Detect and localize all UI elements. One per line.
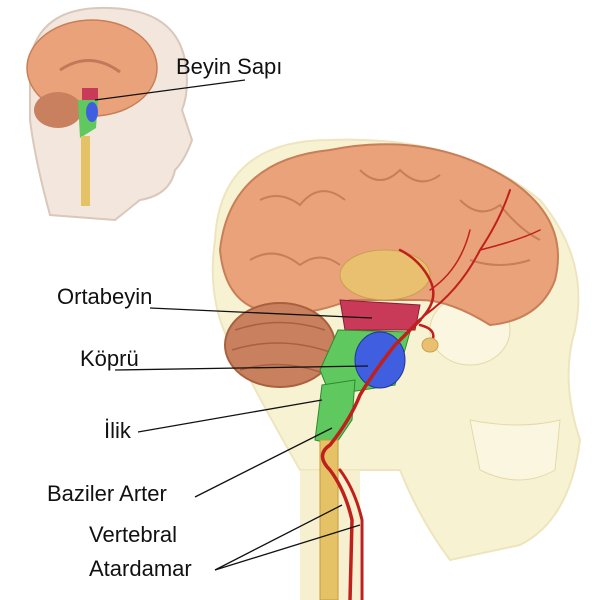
label-basilar-artery: Baziler Arter — [47, 481, 167, 506]
leader-brainstem — [94, 79, 246, 101]
basilar-artery — [320, 318, 422, 600]
thalamus — [339, 249, 431, 301]
inset-spinal-cord — [81, 136, 90, 206]
inset-pons-blue — [86, 102, 98, 122]
leader-lines — [94, 79, 373, 571]
leader-pons — [114, 365, 369, 371]
inset-head — [26, 6, 194, 222]
pituitary — [421, 337, 439, 353]
spinal-cord — [319, 439, 339, 600]
leader-midbrain — [149, 307, 373, 319]
label-vertebral-line1: Vertebral — [89, 522, 178, 547]
teeth — [469, 419, 561, 481]
midbrain — [339, 299, 421, 331]
arteries — [320, 189, 541, 600]
medulla — [314, 379, 356, 446]
label-midbrain: Ortabeyin — [57, 284, 153, 309]
label-pons: Köprü — [80, 346, 139, 371]
leader-vertebral-1 — [214, 504, 343, 571]
inset-cerebellum — [34, 92, 82, 128]
leader-basilar — [194, 427, 333, 498]
brain-gyri — [249, 168, 541, 267]
leader-vertebral-2 — [214, 524, 361, 571]
label-brainstem: Beyin Sapı — [176, 54, 283, 79]
inset-midbrain — [82, 88, 98, 100]
vertebral-artery — [338, 468, 364, 600]
leader-medulla — [137, 399, 323, 433]
inset-corpus-callosum — [59, 59, 121, 74]
label-medulla: İlik — [104, 418, 131, 443]
label-vertebral-line2: Atardamar — [89, 556, 192, 581]
